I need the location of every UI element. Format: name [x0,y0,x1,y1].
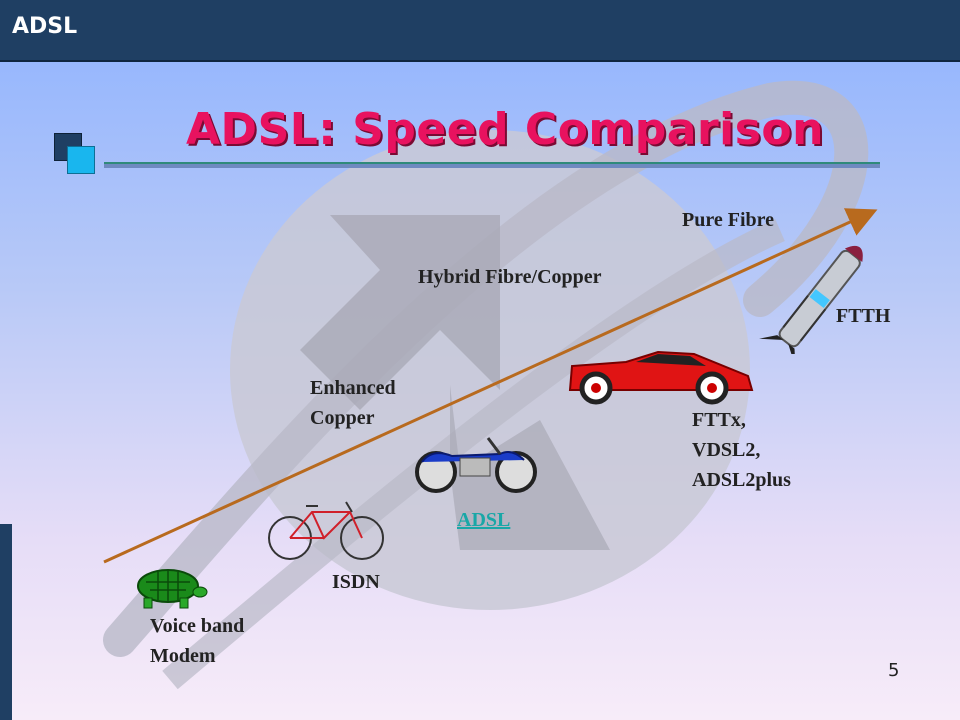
label-enhanced: Enhanced Copper [310,373,396,433]
label-voice-band: Voice band Modem [150,611,244,671]
turtle-icon [137,569,208,609]
motorcycle-icon [415,437,537,493]
label-fttx: FTTx, VDSL2, ADSL2plus [692,405,791,495]
sports-car-icon [568,350,754,405]
title-underline-accent [104,162,880,164]
label-ftth: FTTH [836,305,891,327]
left-accent-bar [0,524,12,720]
page-number: 5 [888,660,900,681]
label-enhanced-line2: Copper [310,407,375,429]
label-pure-fibre: Pure Fibre [682,209,775,231]
slide-title: ADSL: Speed Comparison [186,104,824,155]
adsl-link[interactable]: ADSL [457,509,511,531]
label-enhanced-line1: Enhanced [310,377,396,399]
label-fttx-line3: ADSL2plus [692,469,791,491]
header-bar: ADSL [0,0,960,62]
title-square-light-icon [67,146,95,174]
label-fttx-line1: FTTx, [692,409,746,431]
label-isdn: ISDN [332,571,380,593]
bicycle-icon [268,501,384,560]
label-voice-line1: Voice band [150,615,245,637]
label-hybrid: Hybrid Fibre/Copper [418,266,602,288]
label-fttx-line2: VDSL2, [692,439,761,461]
label-voice-line2: Modem [150,645,216,667]
rocket-icon [759,245,863,354]
header-title: ADSL [12,14,78,39]
